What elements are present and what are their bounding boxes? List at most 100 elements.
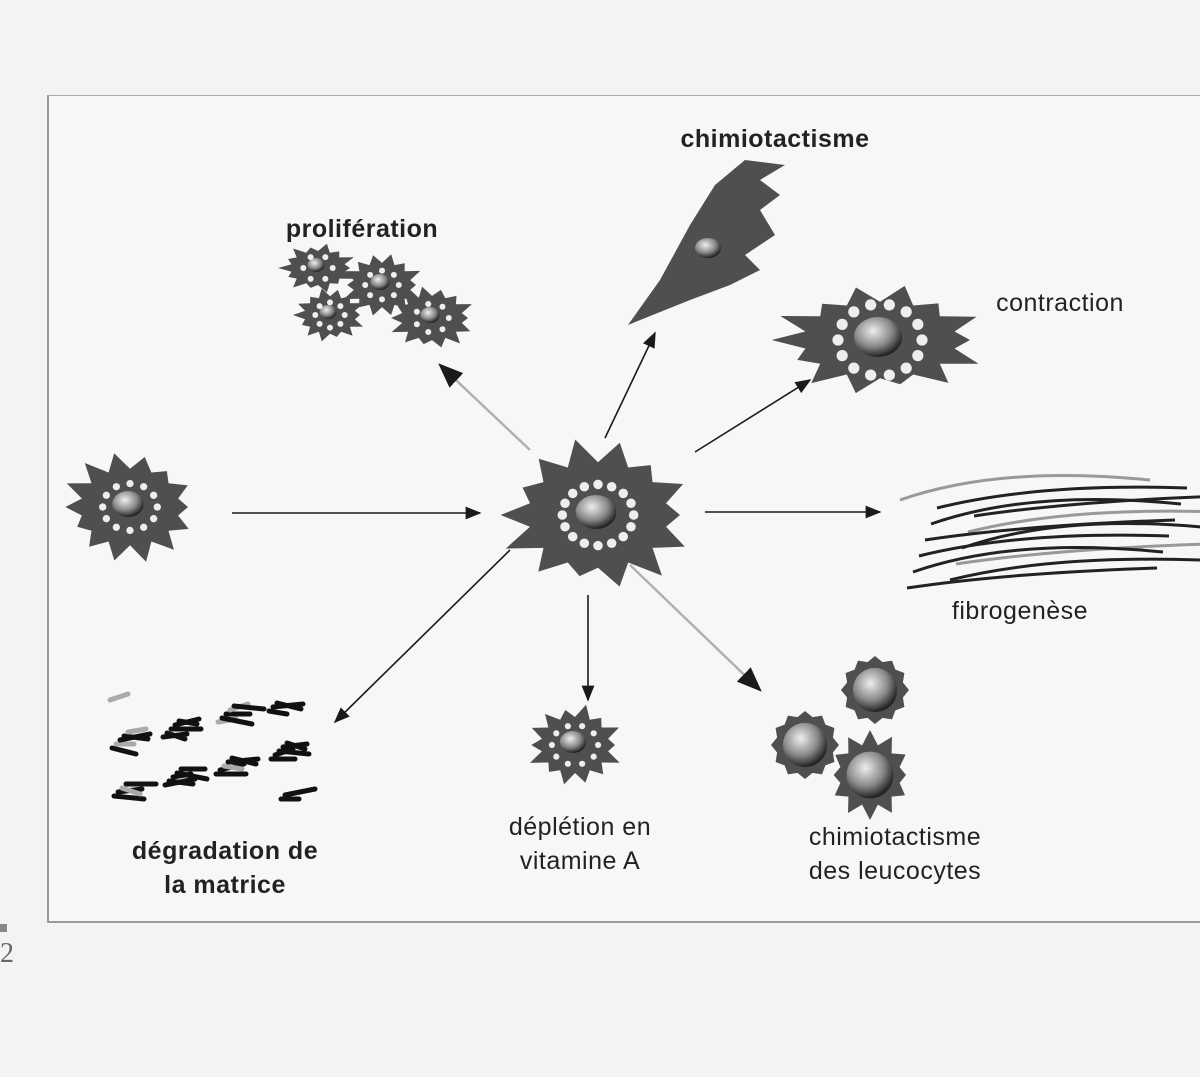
lipid-droplet <box>579 723 586 730</box>
lipid-droplet <box>593 479 603 490</box>
matrix-fragment <box>121 733 151 742</box>
lipid-droplet <box>548 741 555 749</box>
matrix-fragment <box>109 745 139 757</box>
matrix-fragment <box>221 763 245 772</box>
matrix-fragment <box>166 778 196 787</box>
lipid-droplet <box>307 275 314 282</box>
lipid-droplet <box>327 299 333 306</box>
lipid-droplet <box>916 334 928 346</box>
lipid-droplet <box>140 483 148 491</box>
lipid-droplet <box>99 503 107 511</box>
lipid-droplet <box>900 362 912 374</box>
matrix-fragment <box>229 755 259 767</box>
matrix-fragment <box>174 770 210 782</box>
arrow <box>333 549 511 724</box>
matrix-fragment <box>276 748 312 757</box>
arrow <box>604 331 656 439</box>
page-number: 2 <box>0 938 14 969</box>
lipid-droplet <box>367 271 374 278</box>
lipid-droplet <box>832 334 844 346</box>
proliferating-cell <box>292 288 364 342</box>
collagen-fiber <box>961 522 1200 550</box>
lipid-droplet <box>567 531 578 542</box>
lipid-droplet <box>300 265 307 271</box>
lipid-droplet <box>126 479 134 488</box>
collagen-fiber <box>973 495 1200 518</box>
lipid-droplet <box>379 267 385 274</box>
matrix-fragment <box>119 785 143 797</box>
collagen-fiber <box>955 542 1200 566</box>
lipid-droplet <box>628 510 639 520</box>
lipid-droplet <box>439 303 446 310</box>
lipid-droplet <box>322 254 329 261</box>
lipid-droplet <box>626 521 636 532</box>
activated-stellate-cell <box>500 439 685 587</box>
proliferating-cell <box>278 243 354 293</box>
leukocyte <box>841 656 909 724</box>
matrix-fragment <box>125 726 149 735</box>
collagen-fiber <box>912 546 1164 574</box>
lipid-droplet <box>307 254 314 261</box>
collagen-fiber <box>930 498 1182 526</box>
lipid-droplet <box>912 350 924 362</box>
lipid-droplet <box>836 318 848 330</box>
leukocyte <box>771 711 839 779</box>
matrix-fragment <box>164 730 188 742</box>
collagen-fiber <box>918 533 1170 558</box>
label-line: déplétion en <box>508 813 652 841</box>
lipid-droplet <box>579 760 586 767</box>
nucleus <box>112 491 144 517</box>
collagen-fiber <box>967 509 1200 534</box>
lipid-droplet <box>327 324 333 331</box>
migrating-cell <box>628 160 785 325</box>
nucleus <box>846 751 894 799</box>
lipid-droplet <box>557 510 568 520</box>
label-leukocyte-chemotaxis: chimiotactisme des leucocytes <box>770 820 1020 888</box>
lipid-droplet <box>579 538 590 549</box>
matrix-fragment <box>274 700 304 712</box>
lipid-droplet <box>337 320 344 327</box>
matrix-fragment <box>284 740 308 752</box>
collagen-fiber <box>906 566 1158 590</box>
label-line: vitamine A <box>519 847 641 875</box>
lipid-droplet <box>865 369 877 381</box>
lipid-droplet <box>112 523 120 531</box>
nucleus <box>319 305 337 319</box>
lipid-droplet <box>595 741 602 749</box>
lipid-droplet <box>395 282 402 288</box>
lipid-droplet <box>618 531 629 542</box>
matrix-fragment <box>282 786 318 798</box>
nucleus <box>559 731 587 753</box>
matrix-fragment <box>107 691 131 703</box>
lipid-droplet <box>606 481 617 492</box>
lipid-droplet <box>567 488 578 499</box>
lipid-droplet <box>390 292 397 299</box>
lipid-droplet <box>362 282 369 288</box>
lipid-droplet <box>390 271 397 278</box>
lipid-droplet <box>883 369 895 381</box>
arrow <box>438 363 531 451</box>
nucleus <box>854 317 902 357</box>
lipid-droplet <box>564 760 571 767</box>
label-matrix-degradation: dégradation de la matrice <box>100 834 350 902</box>
lipid-droplet <box>329 265 336 271</box>
lipid-droplet <box>590 753 597 760</box>
nucleus <box>307 258 325 272</box>
lipid-droplet <box>606 538 617 549</box>
lipid-droplet <box>367 292 374 299</box>
matrix-fragment <box>231 703 267 712</box>
lipid-droplet <box>153 503 161 511</box>
collagen-fiber <box>949 557 1200 582</box>
lipid-droplet <box>553 753 560 760</box>
nucleus <box>782 722 828 768</box>
matrix-fragment <box>219 715 255 727</box>
nucleus <box>370 274 390 290</box>
label-chemotaxis: chimiotactisme <box>680 125 870 153</box>
lipid-droplet <box>126 526 134 535</box>
lipid-droplet <box>140 523 148 531</box>
lipid-droplet <box>312 312 319 318</box>
collagen-fiber <box>924 518 1176 542</box>
lipid-droplet <box>626 498 636 509</box>
lipid-droplet <box>102 491 110 499</box>
